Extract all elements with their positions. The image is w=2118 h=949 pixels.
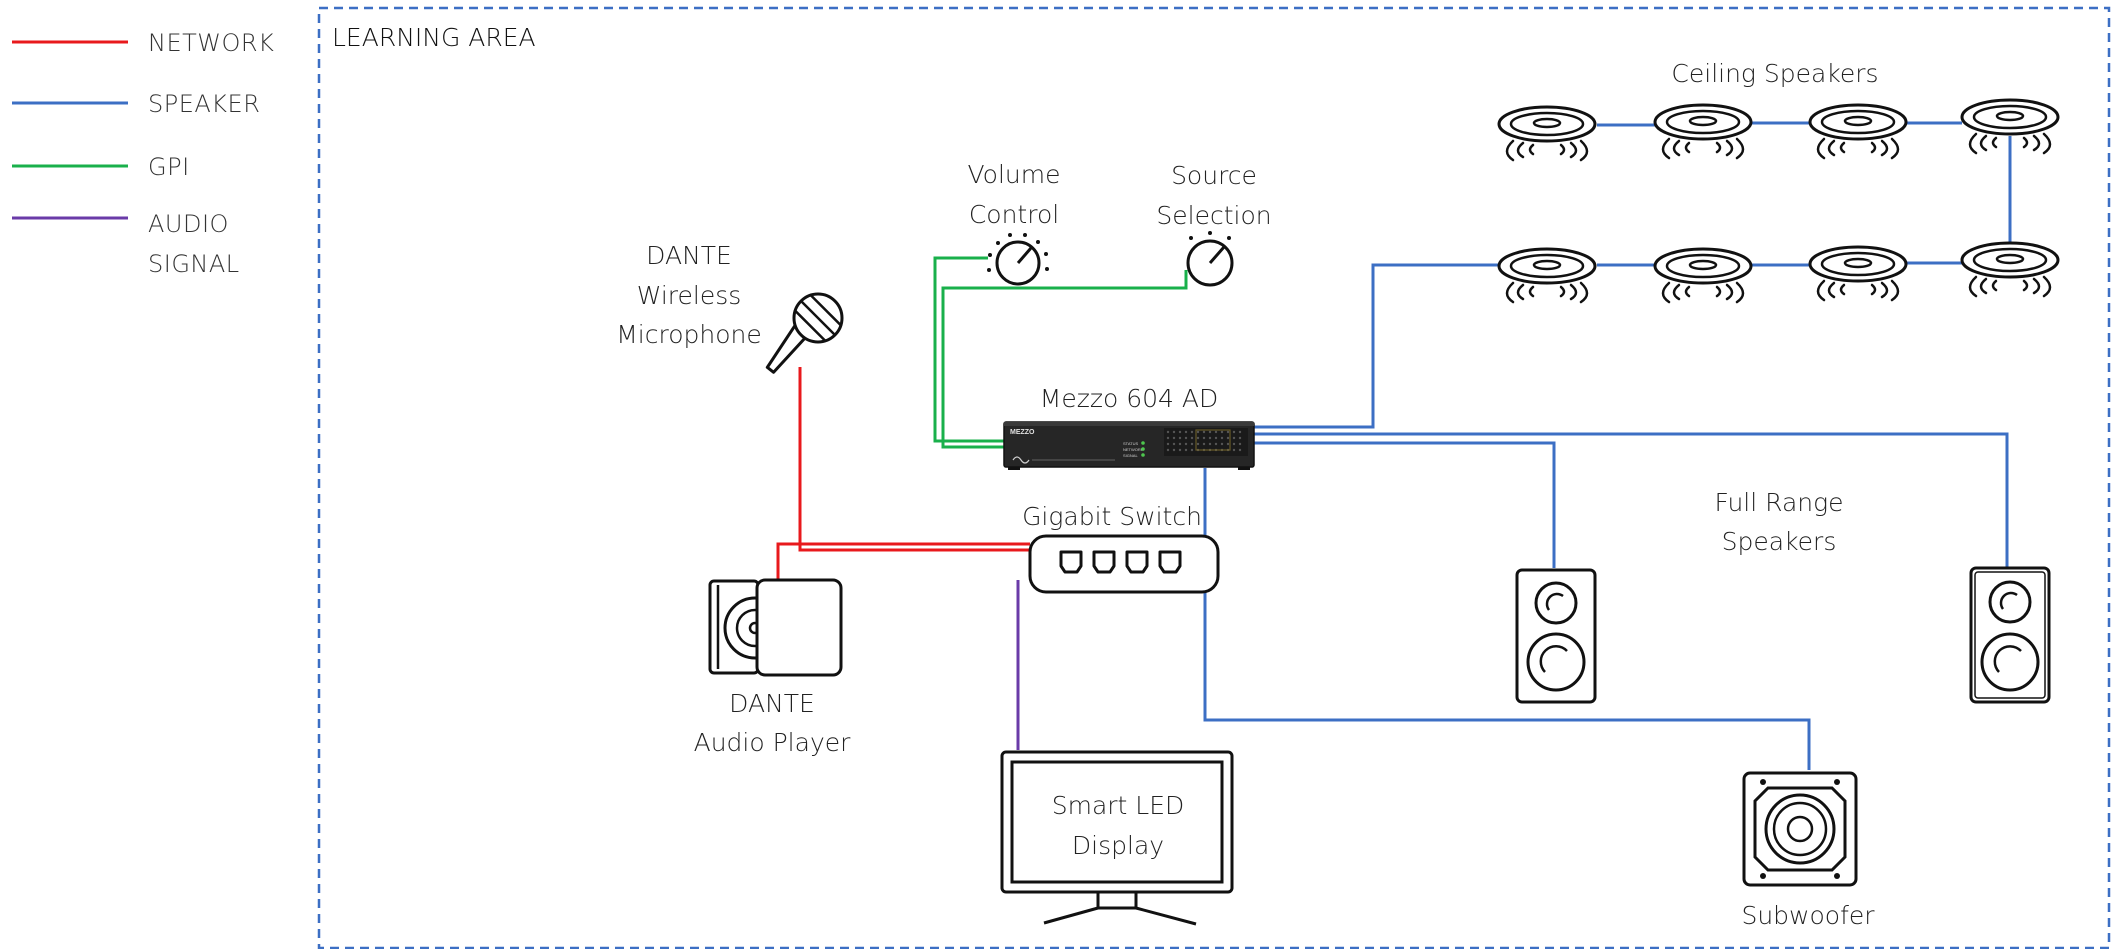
ceiling-speaker-icon: [1808, 103, 1908, 160]
gpi-wire-volume: [933, 256, 1005, 443]
speaker-wire-subwoofer: [1203, 468, 1811, 770]
audio-player: DANTE Audio Player: [694, 578, 852, 757]
display-label-1: Smart LED: [1052, 791, 1185, 820]
audio-player-label-2: Audio Player: [694, 728, 852, 757]
amplifier-led3: SIGNAL: [1123, 453, 1138, 458]
volume-knob-icon: [987, 233, 1049, 286]
switch-icon: [1028, 534, 1220, 594]
ceiling-speaker-icon: [1653, 103, 1753, 160]
full-range-label-2: Speakers: [1722, 527, 1837, 556]
amplifier: Mezzo 604 AD MEZZO STATUS NETWORK SIGNAL: [1003, 384, 1255, 470]
subwoofer-icon: [1742, 771, 1858, 887]
microphone: DANTE Wireless Microphone: [616, 241, 844, 374]
ceiling-speaker-icon: [1653, 247, 1753, 304]
ceiling-speakers-label: Ceiling Speakers: [1671, 59, 1878, 88]
legend: NETWORK SPEAKER GPI AUDIO SIGNAL: [12, 29, 274, 278]
gigabit-switch-label: Gigabit Switch: [1022, 502, 1202, 531]
speaker-wire-fullrange-right: [1254, 432, 2009, 568]
full-range-speakers: Full Range Speakers: [1515, 488, 2051, 704]
source-selection-label-2: Selection: [1156, 201, 1271, 230]
learning-area-label: LEARNING AREA: [332, 23, 536, 52]
display-label-2: Display: [1072, 831, 1164, 860]
network-wire-mic: [798, 367, 1030, 552]
source-selection-label-1: Source: [1171, 161, 1257, 190]
amplifier-brand: MEZZO: [1010, 429, 1035, 436]
amplifier-led1: STATUS: [1123, 441, 1139, 446]
smart-display: Smart LED Display: [1000, 750, 1234, 926]
source-knob-icon: [1186, 231, 1234, 287]
amplifier-icon: MEZZO STATUS NETWORK SIGNAL: [1003, 421, 1255, 470]
microphone-label-1: DANTE: [646, 241, 732, 270]
volume-control-label-2: Control: [969, 200, 1059, 229]
volume-control: Volume Control: [968, 160, 1061, 286]
full-range-speaker-icon: [1515, 568, 1597, 704]
legend-speaker-label: SPEAKER: [148, 90, 260, 118]
volume-control-label-1: Volume: [968, 160, 1061, 189]
wires: [776, 121, 2012, 770]
legend-audio-label-2: SIGNAL: [148, 250, 240, 278]
display-icon: [1000, 750, 1234, 926]
ceiling-speaker-icon: [1497, 247, 1597, 304]
gigabit-switch: Gigabit Switch: [1022, 502, 1220, 594]
amplifier-label: Mezzo 604 AD: [1040, 384, 1218, 413]
audio-player-icon: [708, 578, 843, 677]
legend-audio-label-1: AUDIO: [148, 210, 229, 238]
audio-player-label-1: DANTE: [729, 689, 815, 718]
ceiling-speakers: Ceiling Speakers: [1497, 59, 2060, 304]
legend-gpi-label: GPI: [148, 153, 190, 181]
microphone-label-3: Microphone: [616, 320, 762, 349]
ceiling-speaker-icon: [1497, 105, 1597, 162]
speaker-wire-ceiling: [1254, 263, 1500, 429]
legend-network-label: NETWORK: [148, 29, 274, 57]
microphone-label-2: Wireless: [637, 281, 742, 310]
subwoofer-label: Subwoofer: [1741, 901, 1875, 930]
ceiling-speaker-icon: [1808, 245, 1908, 302]
amplifier-led2: NETWORK: [1123, 447, 1144, 452]
gpi-wire-source: [941, 270, 1188, 449]
source-selection: Source Selection: [1156, 161, 1272, 287]
subwoofer: Subwoofer: [1741, 771, 1875, 930]
ceiling-speaker-icon: [1960, 241, 2060, 298]
speaker-wire-fullrange-left: [1254, 441, 1556, 568]
full-range-speaker-icon: [1969, 566, 2051, 704]
microphone-icon: [765, 292, 844, 374]
full-range-label-1: Full Range: [1714, 488, 1843, 517]
network-wire-player: [776, 542, 1030, 580]
